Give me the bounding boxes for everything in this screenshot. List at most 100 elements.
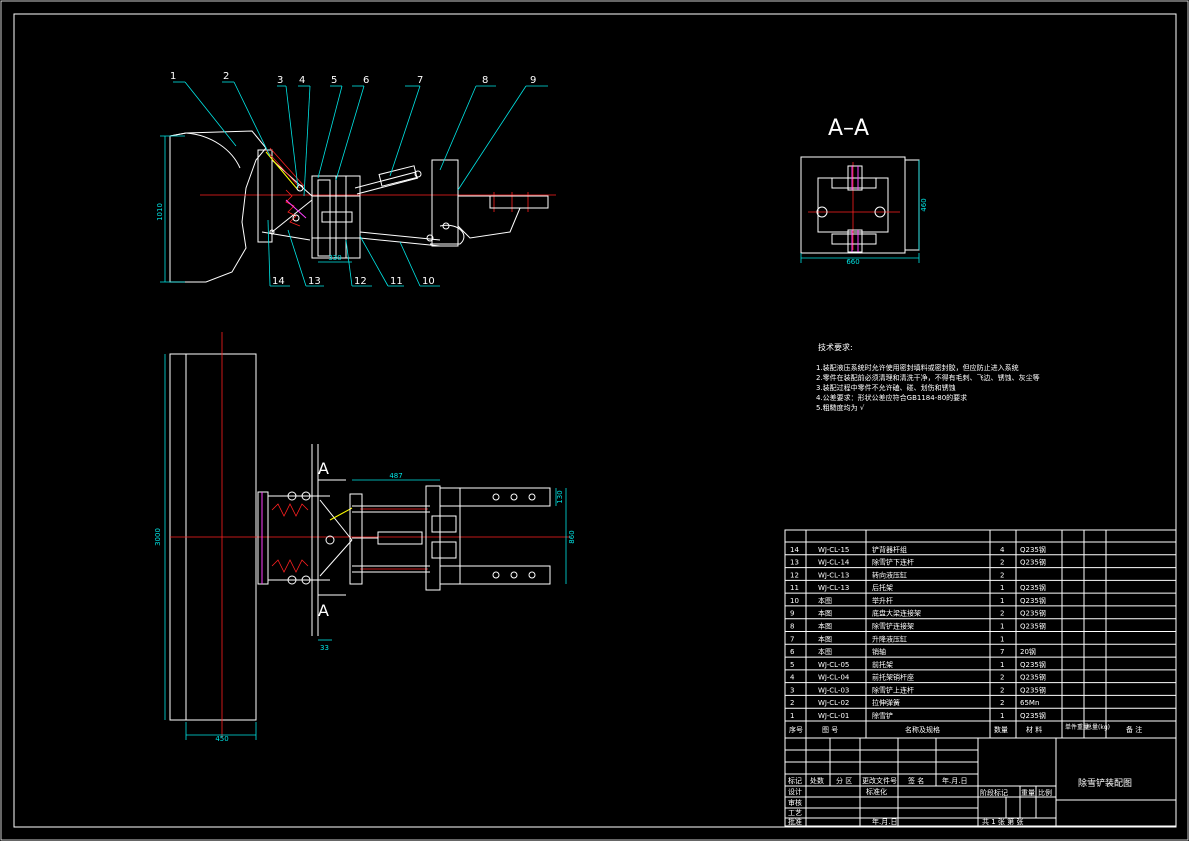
section-title: A–A: [828, 116, 869, 141]
section-mark-bottom: A: [318, 601, 329, 620]
bom-row-code: WJ-CL-02: [818, 699, 849, 707]
bom-header-remark: 备 注: [1126, 725, 1142, 734]
bom-row-name: 升降液压缸: [872, 634, 907, 643]
leader-7: 7: [417, 75, 423, 86]
leader-10: 10: [422, 276, 435, 287]
bom-row-code: WJ-CL-04: [818, 674, 850, 682]
leader-13: 13: [308, 276, 321, 287]
leader-11: 11: [390, 276, 403, 287]
bom-row-name: 拉伸弹簧: [872, 698, 900, 707]
side-blade: [169, 130, 267, 283]
section-mark-top: A: [318, 459, 329, 478]
sheet-count: 共 1 张 第 张: [982, 817, 1023, 826]
bom-row-name: 除雪铲上连杆: [872, 685, 914, 694]
bom-row-code: WJ-CL-13: [818, 584, 849, 592]
bom-row-name: 底盘大梁连接架: [872, 609, 921, 618]
bom-row-name: 除雪铲连接架: [872, 622, 914, 631]
bom-row-qty: 2: [1000, 674, 1004, 682]
bom-row-seq: 3: [790, 686, 794, 694]
leader-5: 5: [331, 75, 337, 86]
stage-label-scale: 比例: [1038, 788, 1052, 797]
bom-row-material: Q235钢: [1020, 609, 1046, 618]
bom-row-qty: 4: [1000, 546, 1005, 554]
bom-row-material: Q235钢: [1020, 711, 1046, 720]
dim-side-height: 1010: [156, 203, 164, 221]
bom-header-name: 名称及规格: [905, 725, 940, 734]
section-a-a: A–A 660 460: [800, 116, 928, 266]
bom-row-qty: 2: [1000, 699, 1004, 707]
bom-row-seq: 13: [790, 559, 799, 567]
bom-row-seq: 8: [790, 623, 794, 631]
bom-row-seq: 2: [790, 699, 794, 707]
technical-requirements: 技术要求: 1.装配液压系统时允许使用密封填料或密封胶，但应防止进入系统 2.零…: [816, 342, 1040, 412]
bom-row-qty: 2: [1000, 571, 1004, 579]
rev-header-sign: 签 名: [908, 776, 924, 785]
bom-header-seq: 序号: [789, 725, 803, 734]
bom-row-name: 后托架: [872, 583, 893, 592]
bom-row-code: 本图: [818, 596, 832, 605]
bom-row-qty: 1: [1000, 712, 1004, 720]
label-process: 工艺: [788, 809, 802, 817]
bom-row-name: 除雪铲下连杆: [872, 558, 914, 567]
leader-8: 8: [482, 75, 488, 86]
label-date: 年.月.日: [872, 817, 897, 826]
bom-row-name: 销轴: [872, 647, 886, 656]
tech-line-2: 2.零件在装配前必须清理和清洗干净，不得有毛刺、飞边、锈蚀、灰尘等: [816, 373, 1040, 382]
bom-row-seq: 9: [790, 610, 794, 618]
side-spring: [285, 189, 301, 227]
tech-line-3: 3.装配过程中零件不允许磕、碰、划伤和锈蚀: [816, 383, 956, 392]
bom-row-qty: 2: [1000, 686, 1004, 694]
dim-plan-height: 3000: [154, 528, 162, 546]
bom-row-material: Q235钢: [1020, 622, 1046, 631]
dim-plan-right-small: 130: [556, 490, 564, 503]
bom-row-material: 20钢: [1020, 647, 1036, 656]
bom-row-material: Q235钢: [1020, 673, 1046, 682]
stage-label-weight: 重量: [1021, 789, 1035, 797]
label-approve: 批准: [788, 817, 802, 826]
bom-header-material: 材 料: [1026, 725, 1042, 734]
bom-row-seq: 1: [790, 712, 794, 720]
bom-row-material: Q235钢: [1020, 596, 1046, 605]
bom-row-code: WJ-CL-03: [818, 686, 849, 694]
bom-row-qty: 1: [1000, 661, 1004, 669]
bom-header-qty: 数量: [994, 725, 1008, 734]
bom-row-material: Q235钢: [1020, 558, 1046, 567]
bom-row-seq: 7: [790, 635, 794, 643]
dim-plan-width: 450: [215, 735, 228, 743]
bom-row-qty: 1: [1000, 597, 1004, 605]
bom-row-code: 本图: [818, 634, 832, 643]
title-block: 标记 处数 分 区 更改文件号 签 名 年.月.日 设计 审核 工艺 批准 标准…: [784, 737, 1177, 827]
bom-row-name: 转向液压缸: [872, 570, 907, 579]
label-design: 设计: [788, 787, 802, 796]
leader-1: 1: [170, 71, 176, 82]
bom-row-code: WJ-CL-13: [818, 571, 849, 579]
tech-line-5: 5.粗糙度均为 √: [816, 403, 865, 412]
side-view: 1010: [156, 71, 556, 287]
bom-row-code: WJ-CL-15: [818, 546, 849, 554]
tech-line-1: 1.装配液压系统时允许使用密封填料或密封胶，但应防止进入系统: [816, 363, 1019, 372]
leader-9: 9: [530, 75, 536, 86]
dim-section-width: 660: [846, 258, 859, 266]
bom-row-seq: 11: [790, 584, 799, 592]
bom-row-name: 举升杆: [872, 596, 893, 605]
bom-row-qty: 2: [1000, 610, 1004, 618]
bom-row-qty: 1: [1000, 623, 1004, 631]
leader-3: 3: [277, 75, 283, 86]
leader-4: 4: [299, 75, 305, 86]
bom-row-seq: 6: [790, 648, 795, 656]
bom-row-material: Q235钢: [1020, 660, 1046, 669]
rev-header-count: 处数: [810, 776, 824, 785]
dim-plan-offset: 33: [320, 644, 329, 652]
tech-title: 技术要求:: [818, 342, 853, 352]
bom-row-material: 65Mn: [1020, 699, 1039, 707]
stage-label-mark: 阶段标记: [980, 788, 1008, 797]
bom-row-seq: 10: [790, 597, 799, 605]
dim-plan-right-height: 860: [568, 530, 576, 543]
bom-row-code: WJ-CL-01: [818, 712, 849, 720]
bom-row-code: WJ-CL-14: [818, 559, 850, 567]
bom-header-unit-weight: 单件重量: [1065, 723, 1089, 731]
dim-plan-length: 487: [389, 472, 402, 480]
plan-view: 3000 450 A A: [154, 332, 576, 743]
